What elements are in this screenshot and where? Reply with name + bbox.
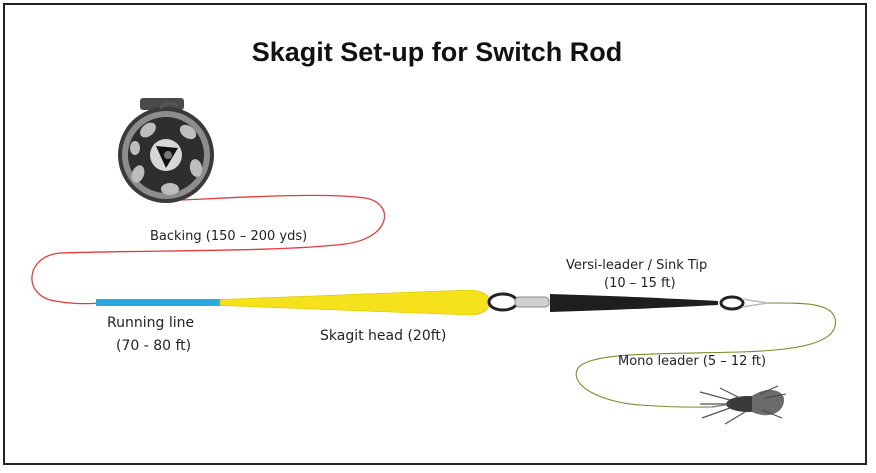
backing-label: Backing (150 – 200 yds) [150,229,308,244]
backing-line [31,194,386,305]
diagram-title: Skagit Set-up for Switch Rod [251,37,623,67]
versi-leader-length: (10 – 15 ft) [604,276,676,291]
running-line-length: (70 - 80 ft) [116,338,192,354]
fly-icon [699,385,787,425]
loop-connection-1 [487,292,550,312]
mono-leader-label: Mono leader (5 – 12 ft) [618,354,767,369]
mono-leader-line [575,302,837,408]
diagram-frame: Skagit Set-up for Switch Rod [3,3,867,465]
skagit-head-segment [219,289,491,316]
loop-connection-2 [719,295,769,311]
versi-leader-label: Versi-leader / Sink Tip [566,258,708,273]
running-line-segment [96,299,222,306]
skagit-head-label: Skagit head (20ft) [320,328,447,344]
reel-icon [118,98,214,203]
sink-tip-segment [550,294,718,312]
running-line-label: Running line [107,315,195,331]
